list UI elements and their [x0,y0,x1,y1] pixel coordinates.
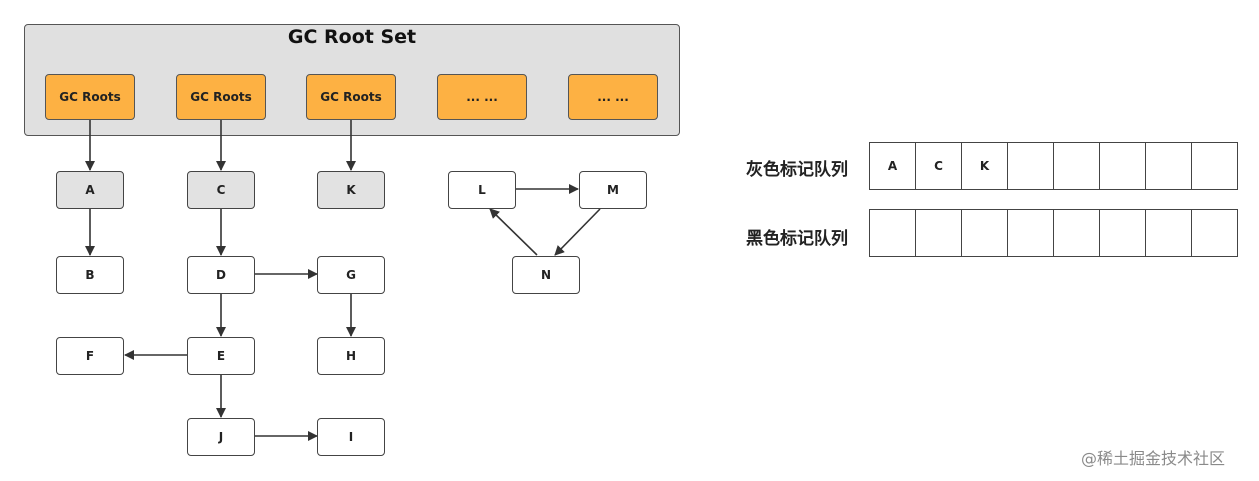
black-queue-label: 黑色标记队列 [746,229,848,249]
node-B: B [56,256,124,294]
edge-M-N [554,208,601,256]
gc-root-1: GC Roots [45,74,135,120]
gc-root-ellipsis-2: ... ... [568,74,658,120]
gc-root-set-title: GC Root Set [287,26,417,48]
node-D: D [187,256,255,294]
gray-queue-cell: A [870,142,916,190]
node-M: M [579,171,647,209]
node-K: K [317,171,385,209]
node-H: H [317,337,385,375]
black-queue [869,209,1238,257]
node-I: I [317,418,385,456]
gray-queue: A C K [869,142,1238,190]
node-E: E [187,337,255,375]
gray-queue-cell [1054,142,1100,190]
node-C: C [187,171,255,209]
node-N: N [512,256,580,294]
gc-root-ellipsis-1: ... ... [437,74,527,120]
gray-queue-cell [1100,142,1146,190]
node-L: L [448,171,516,209]
gc-root-3: GC Roots [306,74,396,120]
gc-root-2: GC Roots [176,74,266,120]
black-queue-cell [1054,209,1100,257]
black-queue-cell [962,209,1008,257]
gray-queue-cell [1192,142,1238,190]
black-queue-cell [1146,209,1192,257]
black-queue-cell [1192,209,1238,257]
watermark: @稀土掘金技术社区 [1081,449,1226,468]
black-queue-cell [870,209,916,257]
black-queue-cell [916,209,962,257]
node-J: J [187,418,255,456]
gray-queue-cell [1008,142,1054,190]
node-A: A [56,171,124,209]
gray-queue-label: 灰色标记队列 [746,160,848,180]
edge-N-L [489,208,538,256]
black-queue-cell [1100,209,1146,257]
black-queue-cell [1008,209,1054,257]
gray-queue-cell [1146,142,1192,190]
gray-queue-cell: C [916,142,962,190]
gray-queue-cell: K [962,142,1008,190]
node-F: F [56,337,124,375]
node-G: G [317,256,385,294]
